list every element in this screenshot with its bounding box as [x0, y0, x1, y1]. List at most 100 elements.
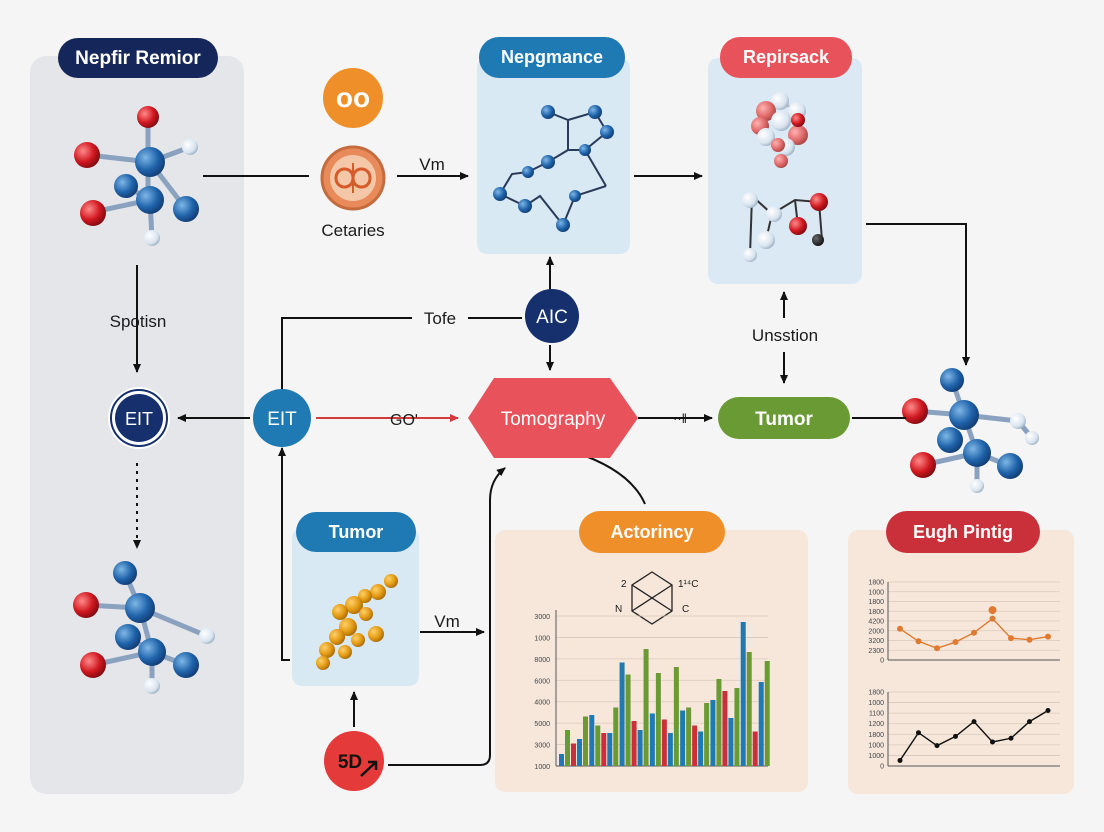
bar-chart-bar: [577, 739, 582, 766]
structure-label-topright: 1¹⁴C: [678, 579, 698, 590]
line-chart-bottom-y-tick: 1000: [868, 753, 884, 760]
structure-label-num: 2: [621, 579, 627, 590]
network-panel-title-pill: Nepgmance: [479, 37, 625, 78]
bar-chart-y-tick: 3000: [534, 614, 550, 621]
line-chart-top-point: [989, 615, 996, 622]
bar-chart-bar: [673, 667, 679, 766]
bar-panel-title: Actorincy: [610, 522, 693, 542]
bar-chart-y-tick: 6000: [534, 678, 550, 685]
arrow-tomography-to-bar-panel: [573, 451, 646, 505]
bar-chart-bar: [565, 730, 570, 766]
line-chart-bottom-point: [1008, 735, 1014, 741]
bar-chart-bar: [734, 688, 740, 766]
molecule-cluster-bottom: [742, 192, 828, 262]
five-d-node[interactable]: 5D: [324, 731, 384, 791]
line-chart-bottom-y-tick: 1800: [868, 690, 884, 697]
connectors: [133, 172, 970, 766]
line-chart-bottom-y-tick: 1000: [868, 742, 884, 749]
repirsack-panel-title-pill: Repirsack: [720, 37, 852, 78]
line-chart-top-y-tick: 2000: [868, 628, 884, 635]
tomography-node[interactable]: Tomography: [468, 378, 638, 458]
arrow-repirsack-to-right-molecule: [866, 223, 970, 366]
label-vm-top: Vm: [419, 155, 445, 174]
eit-mid-node[interactable]: EIT: [253, 389, 311, 447]
cetaries-node: [320, 145, 386, 211]
bar-chart-bar: [625, 674, 631, 766]
tumor-node[interactable]: Tumor: [718, 397, 850, 439]
bar-chart-bar: [631, 721, 637, 766]
tumor-box-title: Tumor: [329, 522, 384, 542]
bar-chart-bar: [607, 733, 613, 766]
line-chart-bottom-point: [897, 757, 903, 763]
left-panel-title-pill: Nepfir Remior: [58, 38, 218, 78]
line-chart-bottom-point: [934, 743, 940, 749]
bar-chart-bar: [680, 710, 686, 766]
label-vm-bottom: Vm: [434, 612, 460, 631]
arrow-tofe-loop: [281, 317, 412, 390]
bar-chart-bar: [758, 682, 764, 766]
label-dotted-connector: ··‖: [673, 411, 687, 426]
arrow-loop-to-eit: [278, 447, 290, 661]
bar-chart-y-tick: 5000: [534, 721, 550, 728]
line-chart-top-y-tick: 1800: [868, 609, 884, 616]
structure-label-n: N: [615, 604, 622, 615]
line-chart-top-point: [971, 629, 977, 636]
network-panel-background: [477, 58, 630, 254]
line-chart-bottom-point: [1027, 719, 1032, 725]
bar-chart-bar: [619, 662, 625, 766]
bar-chart-bar: [589, 715, 595, 766]
line-chart-bottom-y-tick: 1100: [869, 711, 884, 718]
line-chart-top-y-tick: 0: [880, 658, 884, 665]
tumor-box-title-pill: Tumor: [296, 512, 416, 552]
bar-chart-bar: [722, 691, 728, 766]
line-chart-bottom-y-tick: 1800: [868, 732, 884, 739]
infinity-icon: [334, 167, 372, 189]
eit-left-node[interactable]: EIT: [108, 387, 170, 449]
line-chart-top-point: [1045, 633, 1051, 640]
bar-chart-y-tick: 3000: [534, 743, 550, 750]
line-chart-top-y-tick: 1800: [868, 599, 884, 606]
arrow-5d-to-tomography: [388, 467, 506, 766]
aic-label: AIC: [536, 307, 568, 328]
repirsack-panel-background: [708, 58, 862, 284]
bar-chart-y-tick: 1000: [534, 635, 550, 642]
line-chart-top-y-tick: 1800: [868, 580, 884, 587]
line-chart-top-y-tick: 2300: [868, 648, 884, 655]
bar-chart-bar: [655, 673, 661, 766]
line-chart-bottom-point: [953, 733, 958, 739]
molecule-right: [902, 368, 1039, 493]
network-panel-title: Nepgmance: [501, 47, 603, 67]
line-chart-top-point: [952, 639, 959, 646]
line-panel-background: [848, 530, 1074, 794]
aic-node[interactable]: AIC: [525, 289, 579, 343]
bar-chart-bar: [595, 725, 601, 766]
line-chart-top-point: [1008, 635, 1014, 642]
molecule-left-top: [74, 106, 199, 246]
bar-chart-bar: [643, 649, 649, 766]
bar-chart-bar: [740, 622, 746, 766]
bar-chart-bar: [613, 707, 619, 766]
bar-chart-bar: [686, 707, 692, 766]
molecule-network: [493, 105, 614, 232]
molecule-cluster-top: [751, 92, 808, 168]
bar-chart-bar: [692, 725, 698, 766]
bar-chart-bar: [752, 731, 758, 766]
line-chart-bottom-point: [916, 730, 921, 736]
five-d-label: 5D: [338, 752, 362, 773]
molecule-left-bottom: [73, 561, 215, 694]
line-chart-top-point: [897, 625, 903, 632]
label-tofe: Tofe: [424, 309, 456, 328]
bar-chart-bar: [649, 713, 655, 766]
tumor-cluster-icon: [316, 574, 398, 670]
label-go: GOʹ: [390, 412, 418, 429]
line-chart-bottom-y-tick: 1200: [868, 721, 884, 728]
label-spotisn: Spotisn: [110, 312, 167, 331]
structure-label-c: C: [682, 604, 689, 615]
bar-chart-bar: [764, 661, 770, 766]
line-panel-title: Eugh Pintig: [913, 522, 1013, 542]
orange-badge-text: oo: [336, 82, 370, 113]
line-chart-top-y-tick: 4200: [868, 619, 884, 626]
